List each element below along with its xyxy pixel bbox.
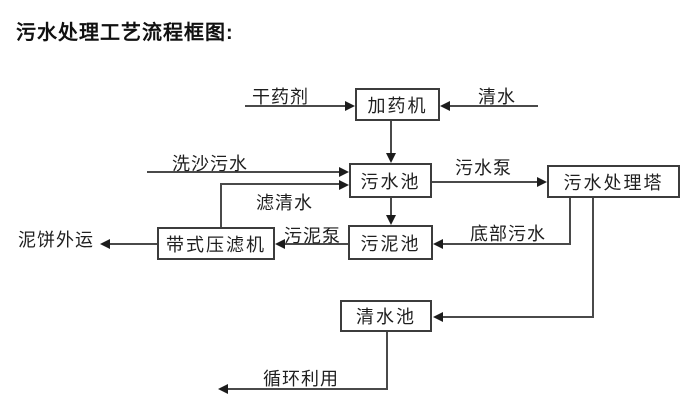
flow-recycle-label: 循环利用 <box>263 369 339 389</box>
flow-bottom-sewage-vline <box>569 198 571 245</box>
flow-filtered-water-hline <box>220 183 341 185</box>
node-clean-water-pool: 清水池 <box>340 300 432 332</box>
node-sewage-pool: 污水池 <box>349 163 432 198</box>
flow-recycle-vline <box>386 332 388 390</box>
node-belt-filter-press: 带式压滤机 <box>157 227 275 260</box>
arrowhead-down-icon <box>386 215 396 225</box>
arrowhead-right-icon <box>345 101 355 111</box>
arrowhead-right-icon <box>339 180 349 190</box>
flow-sewage-pump-label: 污水泵 <box>455 158 512 178</box>
flow-sewage-pump-line <box>432 181 538 183</box>
node-treatment-tower-label: 污水处理塔 <box>563 172 664 193</box>
arrowhead-left-icon <box>218 384 228 394</box>
arrowhead-left-icon <box>440 101 450 111</box>
flow-recycle-hline <box>227 388 388 390</box>
node-belt-filter-press-label: 带式压滤机 <box>166 234 266 255</box>
node-sludge-pool: 污泥池 <box>348 225 433 260</box>
flow-dry-agent-label: 干药剂 <box>252 87 309 107</box>
arrowhead-left-icon <box>275 239 285 249</box>
node-sewage-pool-label: 污水池 <box>360 171 421 192</box>
node-dosing-machine-label: 加药机 <box>367 95 428 116</box>
flow-filtered-water-vline <box>220 184 222 227</box>
node-treatment-tower: 污水处理塔 <box>547 165 680 198</box>
arrowhead-left-icon <box>433 239 443 249</box>
flow-dry-agent-line <box>245 105 346 107</box>
flow-clean-water-label: 清水 <box>478 87 516 107</box>
flow-tower-to-clean-pool-vline <box>592 198 594 318</box>
flow-bottom-sewage-label: 底部污水 <box>470 224 546 244</box>
arrowhead-right-icon <box>537 177 547 187</box>
arrowhead-right-icon <box>339 167 349 177</box>
flow-sludge-pump-label: 污泥泵 <box>284 226 341 246</box>
arrowhead-down-icon <box>386 153 396 163</box>
flow-tower-to-clean-pool-hline <box>442 316 594 318</box>
flow-sludge-pump-line <box>284 243 348 245</box>
node-dosing-machine: 加药机 <box>355 88 440 121</box>
flow-clean-water-line <box>449 105 538 107</box>
flow-sewage-to-sludge-line <box>390 198 392 216</box>
flow-sand-washing-line <box>147 171 341 173</box>
flow-sand-washing-label: 洗沙污水 <box>172 154 248 174</box>
node-sludge-pool-label: 污泥池 <box>360 233 421 254</box>
flow-mud-cake-label: 泥饼外运 <box>18 230 94 250</box>
flow-dosing-to-sewage-line <box>390 121 392 155</box>
page-title: 污水处理工艺流程框图: <box>16 22 234 44</box>
arrowhead-left-icon <box>433 312 443 322</box>
node-clean-water-pool-label: 清水池 <box>356 307 416 327</box>
flow-mud-cake-line <box>109 243 157 245</box>
arrowhead-left-icon <box>100 239 110 249</box>
flow-filtered-water-label: 滤清水 <box>256 193 313 213</box>
flow-bottom-sewage-hline <box>442 243 571 245</box>
